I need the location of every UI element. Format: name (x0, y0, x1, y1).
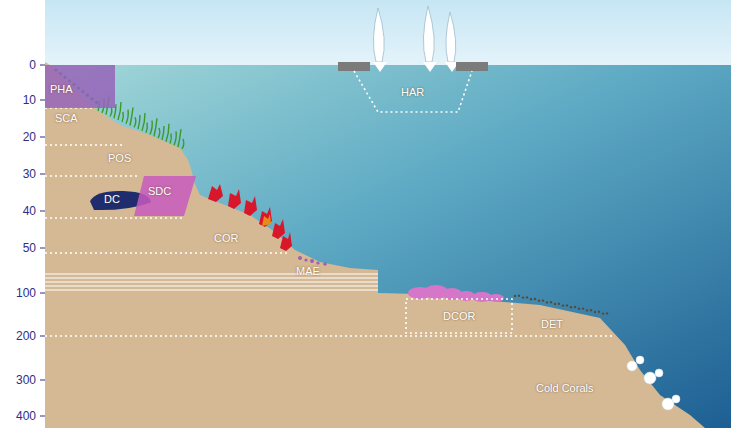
cold-corals (627, 356, 680, 410)
sdc-zone: SDC (134, 176, 196, 216)
depth-value: 30 (4, 167, 36, 181)
red-gorgonians (208, 184, 292, 251)
zone-label: PHA (50, 83, 73, 95)
depth-value: 50 (4, 241, 36, 255)
orange-gorgonian (262, 214, 271, 226)
axis-margin (0, 0, 45, 65)
depth-value: 300 (4, 373, 36, 387)
dcor-zone: DCOR (405, 298, 513, 334)
depth-value: 20 (4, 130, 36, 144)
depth-value: 400 (4, 409, 36, 423)
harbour-pier (456, 62, 488, 71)
zone-label: SDC (148, 185, 171, 197)
zone-label: HAR (401, 86, 424, 98)
zone-label: DC (104, 193, 120, 205)
habitat-label: Cold Corals (536, 382, 593, 394)
depth-value: 0 (4, 58, 36, 72)
maerl (298, 256, 327, 266)
depth-boundary (45, 108, 615, 336)
axis-margin (0, 65, 45, 428)
sky (0, 0, 731, 65)
axis-break (45, 274, 378, 290)
habitat-label: POS (108, 152, 131, 164)
harbour-pier (338, 62, 370, 71)
habitat-label: SCA (55, 112, 78, 124)
habitat-label: MAE (296, 265, 320, 277)
depth-value: 10 (4, 93, 36, 107)
har-zone: HAR (354, 71, 472, 113)
depth-value: 200 (4, 329, 36, 343)
ships (373, 6, 459, 72)
axis-ticks (40, 65, 45, 416)
habitat-label: DET (541, 318, 563, 330)
habitat-label: COR (214, 232, 238, 244)
seabed (45, 62, 705, 428)
pha-zone: PHA (45, 65, 115, 108)
detritic-bottom (514, 295, 608, 315)
depth-value: 40 (4, 204, 36, 218)
zone-label: DCOR (443, 310, 475, 322)
depth-value: 100 (4, 286, 36, 300)
